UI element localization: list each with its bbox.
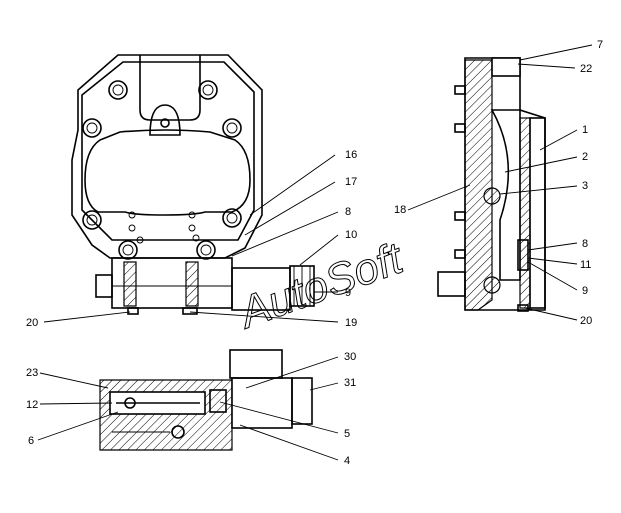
solenoid-section bbox=[231, 377, 293, 429]
callout-20: 20 bbox=[26, 317, 38, 329]
connector bbox=[229, 349, 283, 379]
callout-23: 23 bbox=[26, 367, 38, 379]
callout-30: 30 bbox=[344, 351, 356, 363]
valve-8-side bbox=[517, 239, 529, 271]
outer-wall bbox=[529, 117, 546, 309]
callout-8-side: 8 bbox=[582, 238, 588, 250]
housing-inner-outline bbox=[81, 61, 255, 241]
ball bbox=[124, 397, 136, 409]
callout-19: 19 bbox=[345, 317, 357, 329]
callout-16: 16 bbox=[345, 149, 357, 161]
mount-studs bbox=[437, 85, 466, 297]
callout-3: 3 bbox=[582, 180, 588, 192]
callout-4: 4 bbox=[344, 455, 350, 467]
callout-20-side: 20 bbox=[580, 315, 592, 327]
callout-7: 7 bbox=[597, 39, 603, 51]
callout-8: 8 bbox=[345, 206, 351, 218]
bottom-screw-1 bbox=[127, 307, 139, 315]
callouts: 16 17 8 10 9 19 20 7 22 1 2 3 18 8 11 9 … bbox=[26, 39, 603, 467]
notch-hole bbox=[160, 118, 170, 128]
leader-lines bbox=[37, 44, 593, 461]
top-notch bbox=[149, 104, 181, 136]
screw-20-side bbox=[517, 304, 529, 312]
solenoid-nut-section bbox=[291, 377, 313, 425]
seal-5 bbox=[209, 389, 227, 413]
callout-18: 18 bbox=[394, 204, 406, 216]
callout-2: 2 bbox=[582, 151, 588, 163]
plug-bottom bbox=[483, 276, 501, 294]
valve-insert-left bbox=[123, 261, 137, 307]
callout-12: 12 bbox=[26, 399, 38, 411]
left-plug bbox=[95, 274, 113, 298]
callout-22: 22 bbox=[580, 63, 592, 75]
valve-insert-right bbox=[185, 261, 199, 307]
callout-6: 6 bbox=[28, 435, 34, 447]
housing-outline bbox=[71, 54, 263, 259]
front-view bbox=[71, 54, 315, 315]
inner-rod-section bbox=[519, 117, 531, 309]
callout-9-side: 9 bbox=[582, 285, 588, 297]
bottom-section-view bbox=[99, 349, 313, 451]
callout-9: 9 bbox=[345, 287, 351, 299]
callout-11: 11 bbox=[580, 259, 591, 271]
top-boss bbox=[139, 55, 201, 121]
callout-31: 31 bbox=[344, 377, 356, 389]
plug-3 bbox=[483, 187, 501, 205]
top-cap bbox=[491, 57, 521, 77]
side-view bbox=[437, 57, 546, 312]
callout-5: 5 bbox=[344, 428, 350, 440]
bolt-holes bbox=[82, 80, 242, 260]
inner-chamber bbox=[490, 109, 521, 281]
callout-10: 10 bbox=[345, 229, 357, 241]
callout-17: 17 bbox=[345, 176, 357, 188]
callout-1: 1 bbox=[582, 124, 588, 136]
lower-port bbox=[171, 425, 185, 439]
bottom-screw-2 bbox=[182, 307, 198, 315]
central-cavity bbox=[84, 129, 251, 216]
